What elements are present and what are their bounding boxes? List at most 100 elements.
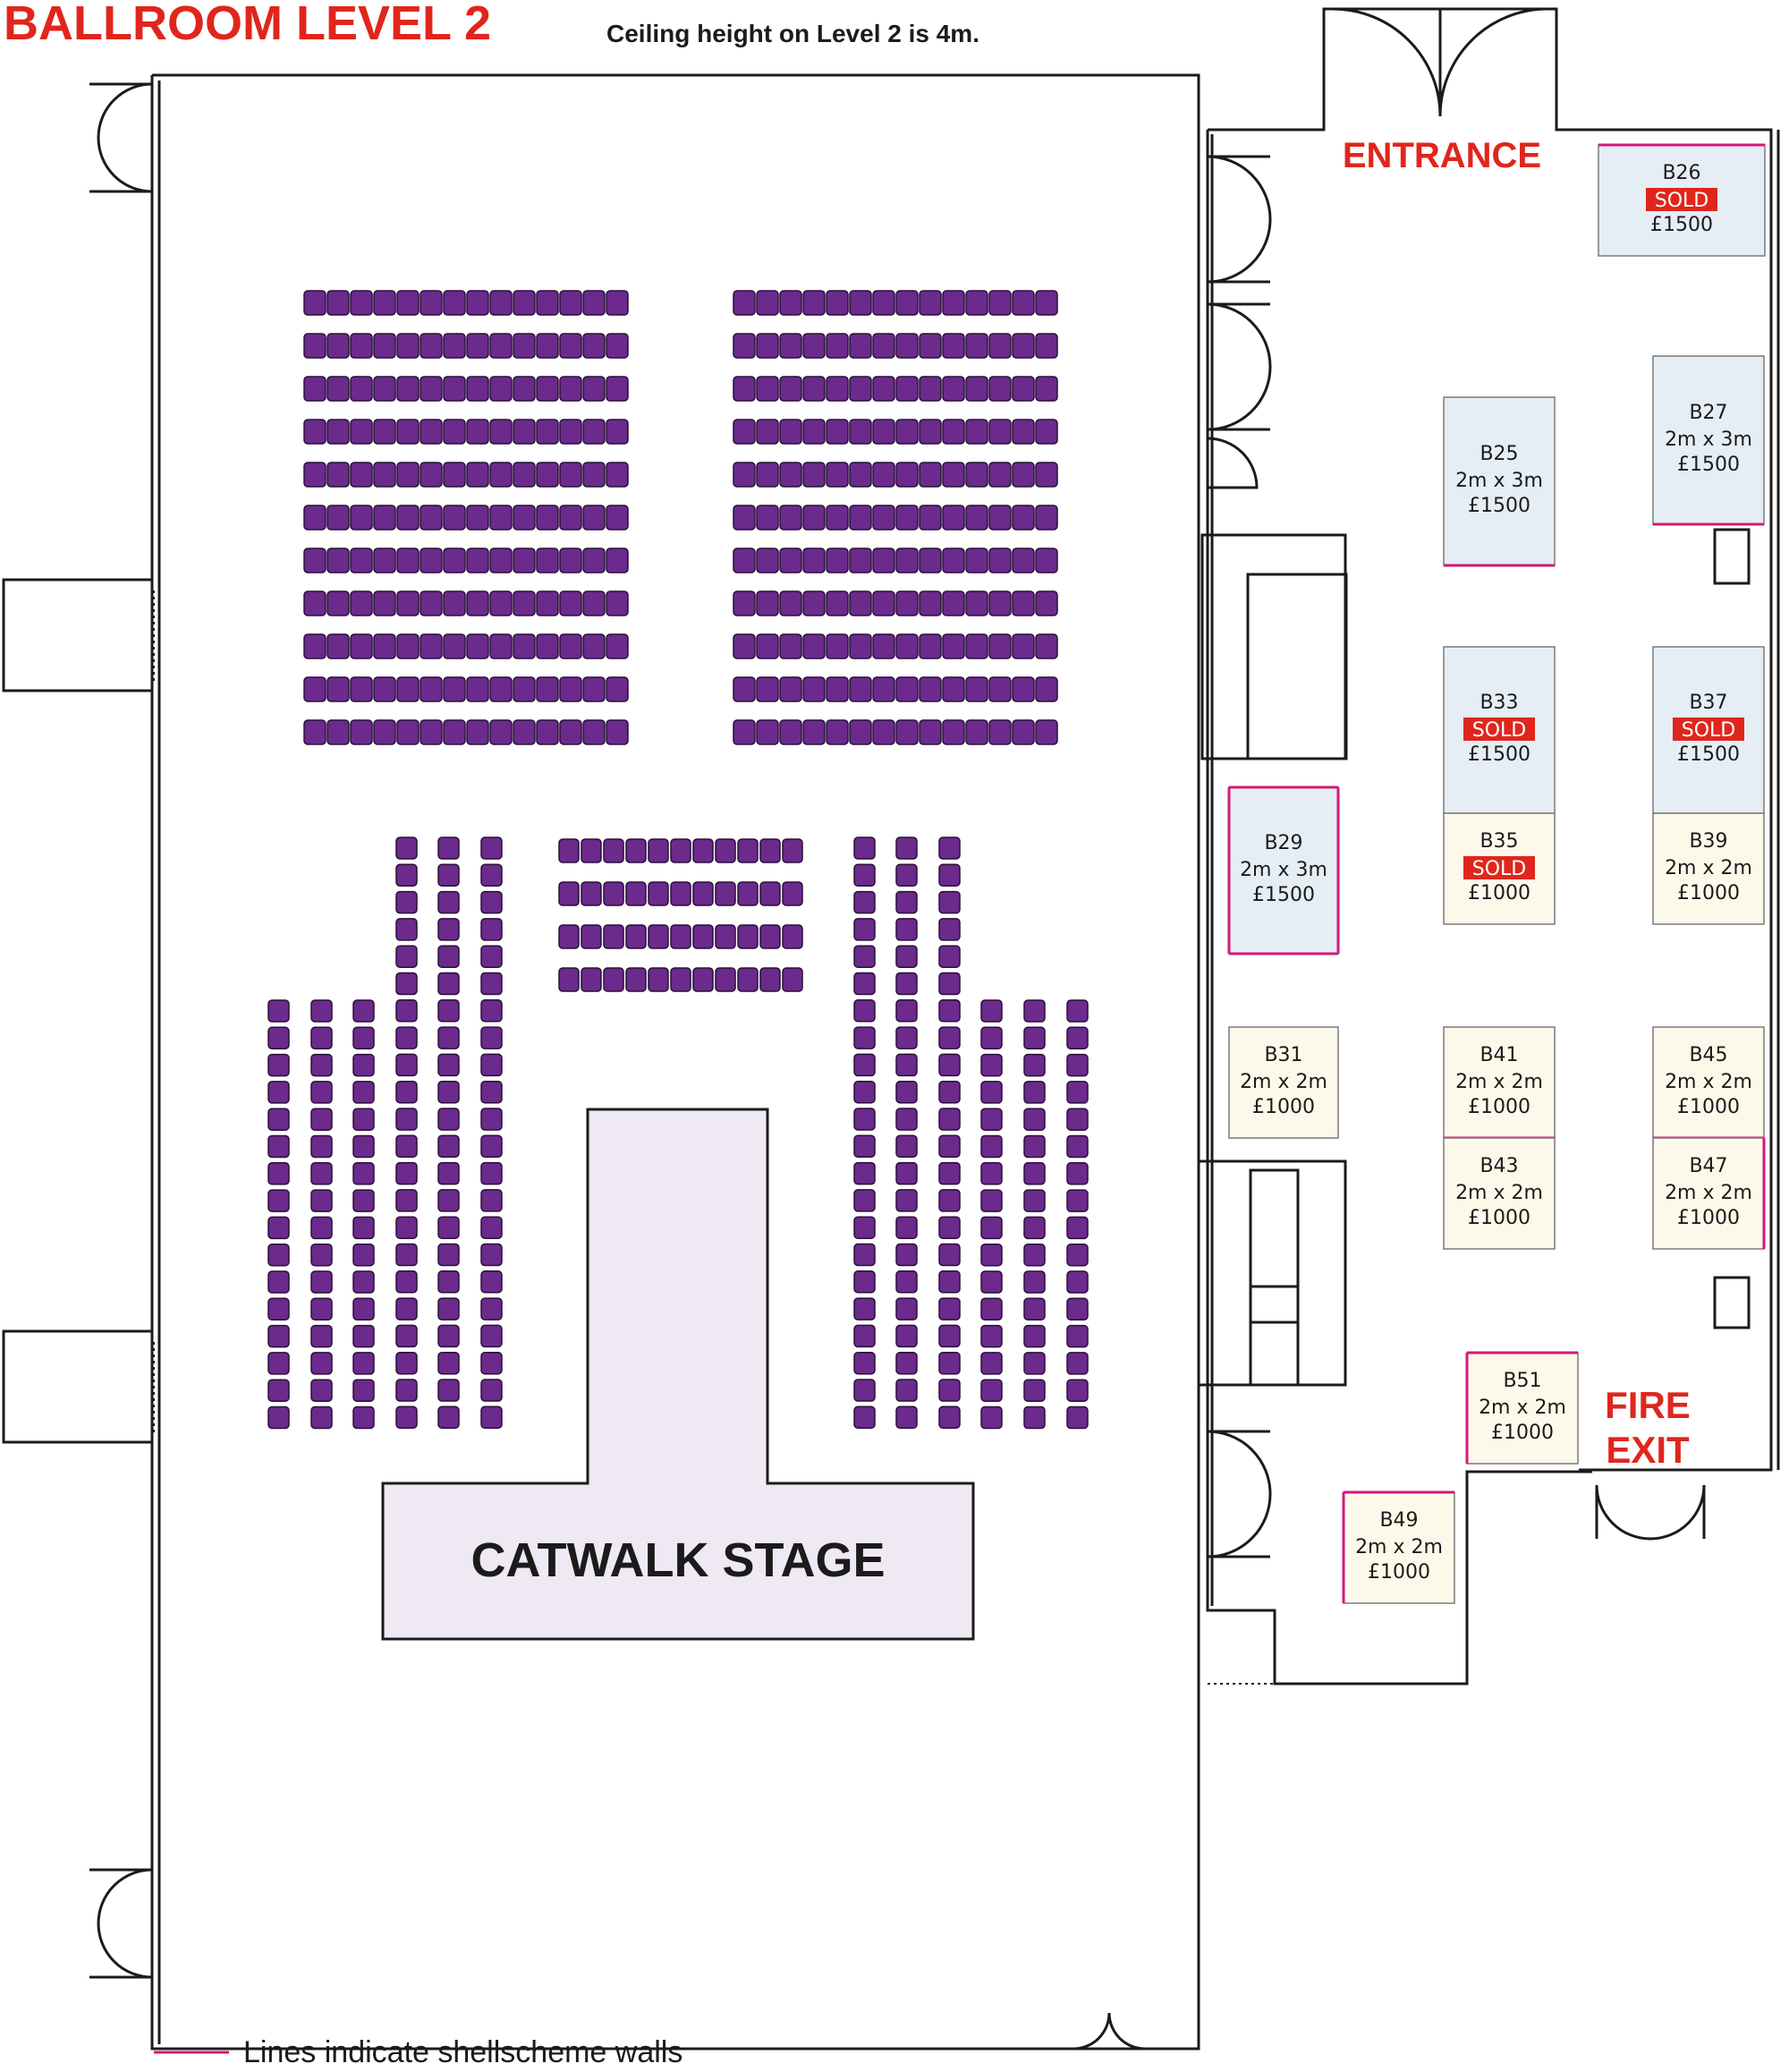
seat: [437, 1161, 460, 1185]
plan-title: BALLROOM LEVEL 2: [4, 0, 491, 50]
seat: [437, 1379, 460, 1402]
seat: [310, 1270, 333, 1294]
seat: [480, 1134, 503, 1159]
seat: [310, 1108, 333, 1131]
seat: [437, 836, 460, 860]
seat: [1023, 1270, 1046, 1294]
seat: [895, 890, 918, 914]
seat: [310, 1405, 333, 1430]
seating-block-center: [558, 838, 803, 992]
seat: [437, 918, 460, 941]
booth-price: £1500: [1468, 495, 1530, 517]
seat: [938, 836, 961, 860]
booth-price: £1000: [1468, 1096, 1530, 1118]
seat: [1023, 1405, 1046, 1430]
seat: [352, 1189, 375, 1212]
seat: [310, 1053, 333, 1077]
seat: [480, 1297, 503, 1320]
seat: [267, 1243, 290, 1267]
seat: [895, 999, 918, 1023]
seat: [853, 1080, 876, 1104]
seat: [352, 1162, 375, 1185]
booth-price: £1500: [1252, 884, 1315, 906]
seat: [853, 1405, 876, 1430]
booth-status: SOLD: [1472, 719, 1526, 742]
booth-id: B35: [1480, 830, 1518, 853]
seat: [895, 945, 918, 968]
seat: [395, 1189, 418, 1212]
seat: [267, 1108, 290, 1131]
seat: [267, 1270, 290, 1294]
seat: [395, 836, 418, 860]
seat: [480, 1270, 503, 1294]
seat: [437, 1351, 460, 1375]
seat: [1066, 1216, 1089, 1240]
booth-price: £1000: [1677, 882, 1740, 904]
booth-size: 2m x 2m: [1665, 857, 1752, 879]
seat: [267, 1352, 290, 1375]
seat: [1023, 1297, 1046, 1321]
seat: [437, 1053, 460, 1077]
seat: [480, 972, 503, 996]
booth-area: [1228, 1026, 1339, 1139]
seat: [853, 863, 876, 887]
seat: [267, 1216, 290, 1240]
seat: [437, 890, 460, 914]
seat: [310, 1324, 333, 1348]
seat: [395, 1216, 418, 1239]
seat: [980, 1134, 1003, 1159]
seat: [437, 999, 460, 1023]
seat: [853, 1026, 876, 1049]
seat: [1023, 1189, 1046, 1212]
seat: [480, 1161, 503, 1185]
seat: [1066, 1270, 1089, 1294]
sold-badge: [1463, 718, 1535, 741]
seat: [395, 1351, 418, 1375]
seat: [980, 1216, 1003, 1240]
seat: [980, 1352, 1003, 1375]
seat: [480, 1026, 503, 1049]
seat: [267, 1189, 290, 1212]
seat: [352, 1352, 375, 1375]
seat: [437, 1026, 460, 1049]
seat: [480, 890, 503, 914]
seat: [853, 1351, 876, 1375]
seat: [1066, 1108, 1089, 1131]
seat: [1066, 1189, 1089, 1212]
booth-id: B31: [1264, 1044, 1302, 1066]
seating-columns-left: [267, 836, 503, 1430]
seat: [938, 1053, 961, 1077]
seat: [938, 1379, 961, 1402]
booth-size: 2m x 2m: [1479, 1397, 1566, 1419]
seat: [980, 1081, 1003, 1104]
fire-exit-label-line1: FIRE: [1605, 1384, 1691, 1426]
seat: [352, 1243, 375, 1267]
booth-id: B41: [1480, 1044, 1518, 1066]
booth-size: 2m x 2m: [1665, 1071, 1752, 1093]
seat: [480, 1351, 503, 1375]
seat: [480, 1379, 503, 1402]
seat: [895, 1053, 918, 1077]
sold-badge: [1673, 718, 1744, 741]
booth-id: B45: [1689, 1044, 1727, 1066]
seat: [395, 918, 418, 941]
seat: [938, 890, 961, 914]
seat: [437, 1405, 460, 1430]
seat: [1066, 1243, 1089, 1267]
seat: [352, 1405, 375, 1430]
